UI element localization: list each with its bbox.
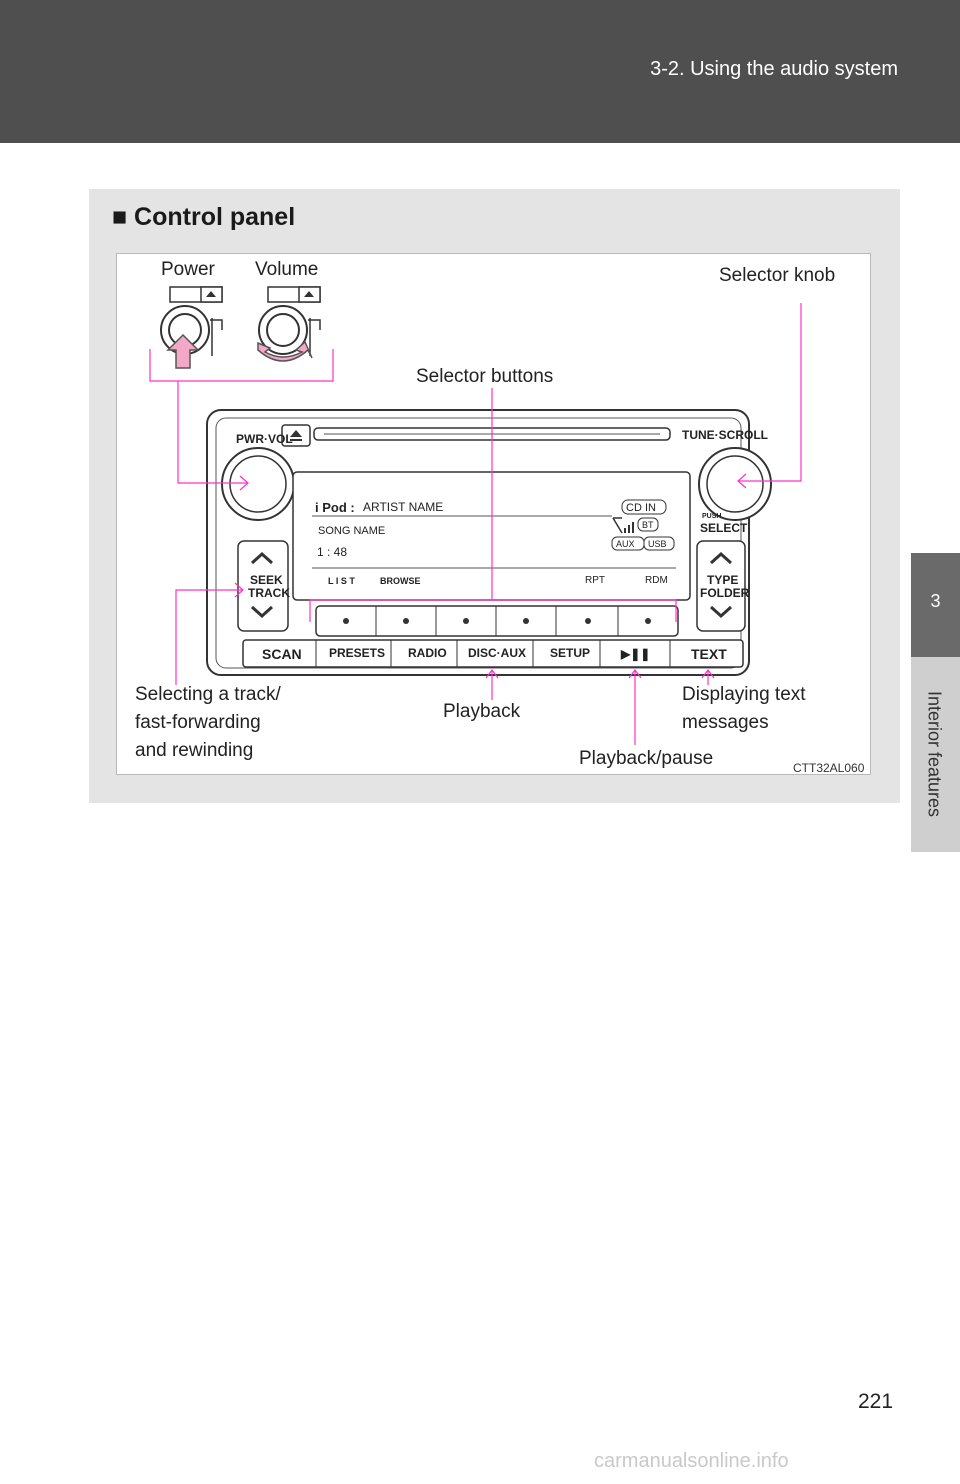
play-pause-button-label: ▶❚❚	[620, 647, 650, 662]
display-browse: BROWSE	[380, 576, 421, 586]
text-button-label: TEXT	[691, 646, 727, 662]
watermark: carmanualsonline.info	[594, 1450, 789, 1472]
callout-selecting-track-line1: Selecting a track/	[135, 684, 281, 705]
header-title: 3-2. Using the audio system	[650, 58, 898, 80]
display-bt: BT	[642, 520, 654, 530]
page-header: 3-2. Using the audio system	[0, 0, 960, 143]
display-usb: USB	[648, 539, 667, 549]
scan-button-label: SCAN	[262, 646, 302, 662]
pwr-vol-label: PWR·VOL	[236, 432, 293, 446]
type-label: TYPE	[707, 573, 738, 587]
callout-selecting-track-line3: and rewinding	[135, 740, 254, 761]
chapter-tab: 3	[911, 553, 960, 657]
chapter-strip	[911, 657, 960, 852]
display-song: SONG NAME	[318, 525, 385, 537]
display-source: i Pod :	[315, 500, 355, 515]
track-label: TRACK	[248, 586, 290, 600]
display-rdm: RDM	[645, 575, 668, 586]
setup-button-label: SETUP	[550, 646, 590, 660]
callout-displaying-text: Displaying text messages	[682, 681, 806, 737]
presets-button-label: PRESETS	[329, 646, 385, 660]
push-label: PUSH	[702, 513, 721, 520]
callout-playback-pause: Playback/pause	[579, 748, 714, 769]
radio-labels: PWR·VOL TUNE·SCROLL PUSH SELECT SEEK TRA…	[236, 428, 768, 662]
display-time: 1 : 48	[317, 545, 347, 559]
callout-power: Power	[161, 259, 215, 280]
folder-label: FOLDER	[700, 586, 750, 600]
section-title: ■ Control panel	[112, 203, 296, 231]
seek-label: SEEK	[250, 573, 283, 587]
power-knob-icon	[160, 286, 223, 369]
disc-aux-button-label: DISC·AUX	[468, 646, 526, 660]
display-list: L I S T	[328, 576, 355, 586]
volume-knob-icon	[257, 286, 321, 362]
radio-button-label: RADIO	[408, 646, 447, 660]
callout-selector-knob: Selector knob	[719, 265, 836, 286]
callout-selecting-track-line2: fast-forwarding	[135, 712, 261, 733]
callout-selecting-track: Selecting a track/ fast-forwarding and r…	[135, 681, 281, 765]
radio-unit	[206, 409, 772, 676]
callout-lines	[149, 303, 802, 745]
display-cd-in: CD IN	[626, 502, 656, 514]
display-artist: ARTIST NAME	[363, 500, 443, 514]
figure-code: CTT32AL060	[793, 761, 865, 775]
callout-volume: Volume	[255, 259, 319, 280]
chapter-number: 3	[930, 591, 941, 611]
tune-scroll-label: TUNE·SCROLL	[682, 428, 768, 442]
display-aux: AUX	[616, 539, 635, 549]
callout-displaying-text-line1: Displaying text	[682, 684, 806, 705]
callout-selector-buttons: Selector buttons	[416, 366, 554, 387]
display-rpt: RPT	[585, 575, 605, 586]
page-number: 221	[858, 1390, 894, 1413]
select-label: SELECT	[700, 521, 748, 535]
callout-displaying-text-line2: messages	[682, 712, 769, 733]
callout-playback: Playback	[443, 701, 521, 722]
